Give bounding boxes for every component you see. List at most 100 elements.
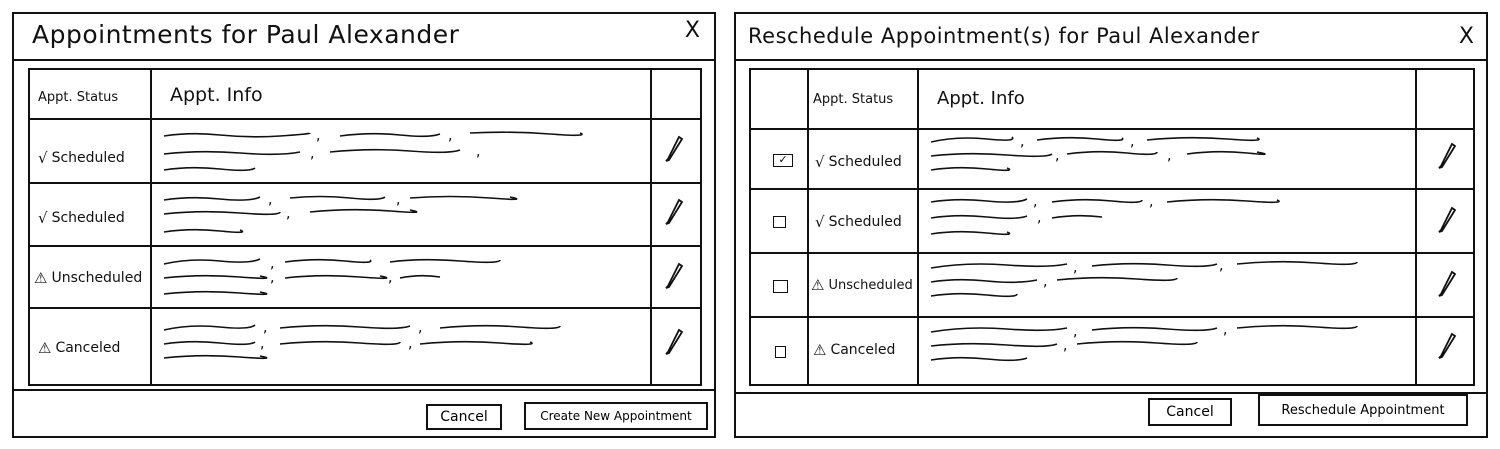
dialog-title: Reschedule Appointment(s) for Paul Alexa… — [748, 24, 1260, 48]
status-cell: √ Scheduled — [815, 154, 902, 170]
svg-text:,: , — [1043, 274, 1047, 290]
svg-text:,: , — [1020, 134, 1024, 150]
svg-text:,: , — [1055, 148, 1059, 164]
appointments-dialog: Appointments for Paul Alexander X Appt. … — [12, 12, 716, 438]
svg-text:,: , — [476, 144, 480, 160]
header-divider — [30, 118, 700, 120]
checkmark-icon: √ — [815, 152, 825, 171]
warning-triangle-icon: ⚠ — [38, 338, 52, 357]
appt-info-text: ,, , — [930, 258, 1358, 298]
svg-text:,: , — [263, 320, 267, 336]
status-label: Unscheduled — [828, 278, 913, 293]
svg-text:,: , — [1167, 148, 1171, 164]
pencil-icon[interactable] — [662, 196, 686, 226]
status-label: Scheduled — [828, 214, 902, 230]
create-new-appointment-button[interactable]: Create New Appointment — [524, 402, 708, 430]
status-label: Canceled — [55, 340, 121, 356]
checkmark-icon: √ — [38, 148, 48, 167]
warning-triangle-icon: ⚠ — [811, 276, 825, 294]
pencil-icon[interactable] — [662, 326, 686, 356]
pencil-icon[interactable] — [1435, 268, 1459, 298]
reschedule-dialog: Reschedule Appointment(s) for Paul Alexa… — [734, 12, 1488, 438]
svg-text:,: , — [268, 192, 272, 208]
row-divider — [30, 245, 700, 247]
row-divider — [751, 316, 1473, 318]
svg-text:,: , — [388, 270, 392, 286]
status-cell: √ Scheduled — [38, 150, 125, 166]
column-divider — [150, 70, 152, 384]
status-cell: ⚠ Canceled — [813, 342, 895, 358]
row-divider — [30, 182, 700, 184]
svg-text:,: , — [448, 128, 452, 144]
column-header-info: Appt. Info — [937, 88, 1025, 109]
checkmark-icon: √ — [38, 208, 48, 227]
close-icon[interactable]: X — [684, 18, 700, 43]
warning-triangle-icon: ⚠ — [813, 340, 827, 359]
status-label: Scheduled — [828, 154, 902, 170]
row-divider — [751, 252, 1473, 254]
row-divider — [30, 307, 700, 309]
footer-divider — [736, 392, 1486, 394]
svg-text:,: , — [418, 320, 422, 336]
status-cell: ⚠ Unscheduled — [811, 276, 913, 294]
cancel-button[interactable]: Cancel — [426, 404, 502, 430]
warning-triangle-icon: ⚠ — [34, 268, 48, 287]
column-header-status: Appt. Status — [38, 90, 119, 105]
cancel-button[interactable]: Cancel — [1148, 398, 1232, 426]
appt-info-text: ,, ,, — [163, 128, 583, 172]
status-cell: √ Scheduled — [38, 210, 125, 226]
pencil-icon[interactable] — [1435, 204, 1459, 234]
svg-text:,: , — [1223, 322, 1227, 338]
pencil-icon[interactable] — [662, 260, 686, 290]
status-cell: √ Scheduled — [815, 214, 902, 230]
dialog-title-bar: Reschedule Appointment(s) for Paul Alexa… — [736, 14, 1486, 61]
svg-text:,: , — [408, 336, 412, 352]
svg-text:,: , — [1219, 258, 1223, 274]
column-header-status: Appt. Status — [813, 92, 894, 107]
svg-text:,: , — [1073, 260, 1077, 276]
svg-text:,: , — [1073, 324, 1077, 340]
appointments-table: Appt. Status Appt. Info √ Scheduled ,, ,… — [28, 68, 702, 386]
svg-text:,: , — [396, 192, 400, 208]
status-label: Canceled — [830, 342, 896, 358]
status-cell: ⚠ Canceled — [38, 340, 120, 356]
svg-text:,: , — [316, 128, 320, 144]
appt-info-text: ,, , — [163, 192, 518, 234]
status-label: Unscheduled — [51, 270, 143, 286]
pencil-icon[interactable] — [1435, 330, 1459, 360]
row-checkbox[interactable] — [773, 280, 788, 293]
svg-text:,: , — [286, 206, 290, 222]
row-checkbox[interactable] — [775, 346, 786, 358]
svg-text:,: , — [270, 270, 274, 286]
pencil-icon[interactable] — [1435, 140, 1459, 170]
appt-info-text: ,, , — [163, 256, 501, 296]
row-checkbox[interactable]: ✓ — [773, 154, 793, 167]
svg-text:,: , — [1063, 338, 1067, 354]
column-divider — [807, 70, 809, 384]
header-divider — [751, 128, 1473, 130]
column-divider — [1415, 70, 1417, 384]
close-icon[interactable]: X — [1458, 24, 1474, 49]
appt-info-text: ,, ,, — [930, 134, 1266, 172]
appt-info-text: ,, , — [930, 322, 1358, 362]
row-divider — [751, 188, 1473, 190]
column-header-info: Appt. Info — [170, 84, 263, 106]
svg-text:,: , — [1037, 210, 1041, 226]
row-checkbox[interactable] — [773, 216, 786, 228]
appt-info-text: ,, ,, — [163, 320, 561, 360]
column-divider — [917, 70, 919, 384]
column-divider — [650, 70, 652, 384]
svg-text:,: , — [1130, 134, 1134, 150]
status-label: Scheduled — [51, 150, 125, 166]
svg-text:,: , — [1033, 194, 1037, 210]
status-cell: ⚠ Unscheduled — [34, 270, 142, 286]
status-label: Scheduled — [51, 210, 125, 226]
reschedule-appointment-button[interactable]: Reschedule Appointment — [1258, 394, 1468, 426]
svg-text:,: , — [260, 336, 264, 352]
reschedule-table: Appt. Status Appt. Info ✓ √ Scheduled ,,… — [749, 68, 1475, 386]
footer-divider — [14, 389, 714, 391]
appt-info-text: ,, , — [930, 194, 1280, 236]
pencil-icon[interactable] — [662, 133, 686, 163]
checkmark-icon: √ — [815, 212, 825, 231]
svg-text:,: , — [270, 256, 274, 272]
